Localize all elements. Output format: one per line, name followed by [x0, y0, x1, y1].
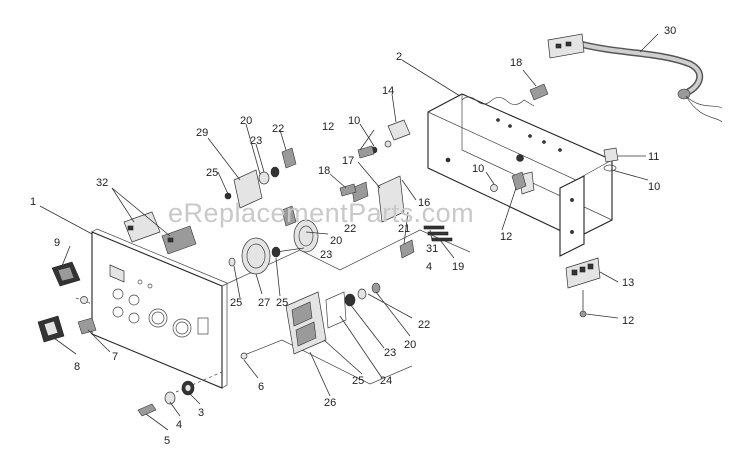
part-30-wire-harness — [547, 33, 723, 123]
part-27-outlet — [228, 205, 319, 275]
callout-10: 10 — [472, 163, 484, 175]
callout-26: 26 — [324, 397, 336, 409]
callout-18: 18 — [318, 165, 330, 177]
callout-3: 3 — [198, 407, 204, 419]
callout-labels: 1 2 3 4 4 5 6 7 8 9 10 10 10 11 12 12 12… — [30, 25, 676, 447]
callout-23: 23 — [384, 347, 396, 359]
part-13-terminal — [565, 257, 601, 318]
part-32-receptacle — [123, 211, 197, 255]
part-8-switch — [37, 315, 65, 343]
callout-21: 21 — [398, 223, 410, 235]
watermark-text: eReplacementParts.com — [168, 198, 474, 228]
washer-icon — [80, 296, 88, 304]
leader-lines — [39, 33, 659, 431]
callout-9: 9 — [54, 237, 60, 249]
callout-1: 1 — [30, 196, 36, 208]
callout-6: 6 — [258, 381, 264, 393]
part-7-clip — [77, 317, 97, 335]
callout-4: 4 — [176, 419, 182, 431]
part-10-washer — [490, 184, 498, 192]
callout-2: 2 — [396, 51, 402, 63]
part-18-screw — [529, 83, 549, 101]
callout-20: 20 — [240, 115, 252, 127]
part-10-block — [511, 171, 527, 191]
callout-12: 12 — [500, 231, 512, 243]
callout-31: 31 — [426, 243, 438, 255]
part-17-bracket — [351, 175, 453, 259]
part-3-4-5-screw-set — [137, 380, 195, 417]
callout-18: 18 — [510, 57, 522, 69]
part-14-cover — [357, 119, 411, 159]
washer-icon — [240, 352, 248, 360]
callout-23: 23 — [320, 249, 332, 261]
callout-25: 25 — [276, 297, 288, 309]
callout-8: 8 — [74, 361, 80, 373]
callout-25: 25 — [206, 167, 218, 179]
callout-11: 11 — [648, 151, 659, 163]
callout-22: 22 — [344, 223, 356, 235]
callout-24: 24 — [380, 375, 392, 387]
callout-17: 17 — [342, 155, 354, 167]
part-18-screw — [339, 183, 357, 197]
callout-16: 16 — [418, 197, 430, 209]
callout-5: 5 — [164, 435, 170, 447]
part-26-duplex-outlet — [285, 282, 381, 355]
callout-32: 32 — [96, 177, 108, 189]
callout-10: 10 — [348, 115, 360, 127]
callout-14: 14 — [382, 85, 394, 97]
callout-12: 12 — [622, 315, 634, 327]
part-11-nut — [603, 147, 619, 172]
callout-23: 23 — [250, 135, 262, 147]
callout-19: 19 — [452, 261, 464, 273]
front-panel — [91, 228, 228, 389]
callout-27: 27 — [258, 297, 270, 309]
callout-22: 22 — [272, 123, 284, 135]
callout-22: 22 — [418, 319, 430, 331]
callout-10: 10 — [648, 181, 660, 193]
callout-30: 30 — [664, 25, 676, 37]
callout-13: 13 — [622, 277, 634, 289]
control-box-housing — [427, 93, 613, 257]
callout-20: 20 — [404, 339, 416, 351]
callout-20: 20 — [330, 235, 342, 247]
callout-4: 4 — [426, 261, 432, 273]
callout-12: 12 — [322, 121, 334, 133]
part-9-breaker — [51, 261, 81, 287]
callout-25: 25 — [230, 297, 242, 309]
callout-25: 25 — [352, 375, 364, 387]
callout-7: 7 — [112, 351, 118, 363]
callout-29: 29 — [196, 127, 208, 139]
